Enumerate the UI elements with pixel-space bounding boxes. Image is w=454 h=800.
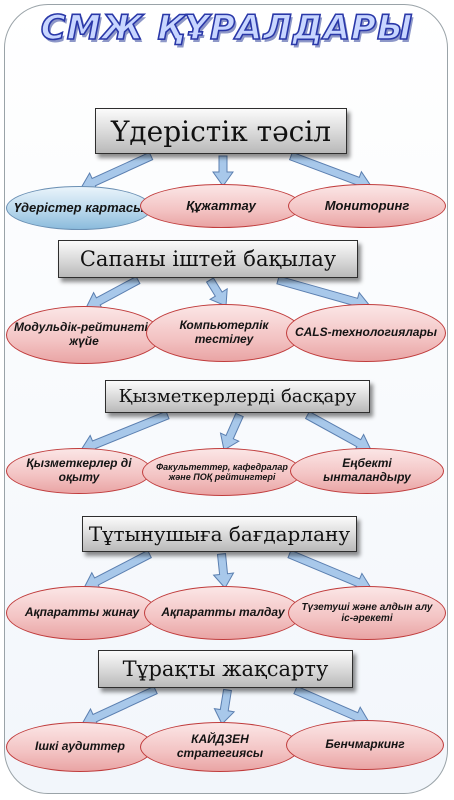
node-2-1: Модульдік-рейтингтік жүйе [6, 306, 162, 364]
node-label: Факультеттер, кафедралар және ПОҚ рейтин… [156, 461, 288, 482]
node-label: Еңбекті ынталандыру [323, 456, 411, 484]
arrow-2-1 [85, 275, 141, 311]
node-3-1: Қызметкерлер ді оқыту [6, 448, 152, 494]
node-label: Мониторинг [324, 197, 410, 213]
arrow-4-2 [212, 553, 235, 589]
arrow-5-2 [213, 688, 236, 725]
node-1-2: Құжаттау [140, 184, 302, 228]
arrow-5-1 [81, 685, 158, 728]
node-label: Үдерістер картасы [13, 199, 145, 215]
node-label: Құжаттау [186, 197, 256, 213]
node-label: Ақпаратты талдау [161, 605, 285, 620]
section-label: Тұтынушыға бағдарлану [88, 522, 351, 546]
node-1-1: Үдерістер картасы [6, 186, 152, 230]
section-label: Үдерістік тәсіл [110, 114, 332, 148]
arrow-3-2 [219, 412, 244, 451]
section-label: Қызметкерлерді басқару [118, 386, 357, 407]
node-5-1: Ішкі аудиттер [6, 722, 154, 772]
node-4-2: Ақпаратты талдау [144, 586, 302, 640]
section-header-4: Тұтынушыға бағдарлану [82, 516, 357, 552]
node-2-2: Компьютерлік тестілеу [146, 304, 302, 362]
section-header-1: Үдерістік тәсіл [95, 108, 347, 154]
node-1-3: Мониторинг [288, 184, 446, 228]
arrow-4-1 [83, 549, 152, 592]
diagram-title: СМЖ ҚҰРАЛДАРЫ [40, 7, 414, 49]
arrow-3-3 [304, 410, 372, 453]
node-label: Компьютерлік тестілеу [179, 318, 269, 346]
section-header-2: Сапаны іштей бақылау [58, 240, 358, 278]
node-label: Ішкі аудиттер [35, 739, 125, 754]
node-5-3: Бенчмаркинг [286, 720, 444, 770]
node-label: Модульдік-рейтингтік жүйе [14, 320, 154, 348]
node-2-3: CALS-технологиялары [286, 304, 446, 362]
node-label: Түзетуші және алдын алу іс-әрекеті [301, 601, 433, 625]
node-label: Қызметкерлер ді оқыту [26, 456, 132, 484]
node-3-2: Факультеттер, кафедралар және ПОҚ рейтин… [142, 448, 302, 496]
node-4-3: Түзетуші және алдын алу іс-әрекеті [288, 586, 446, 640]
node-label: КАЙДЗЕН стратегиясы [176, 732, 264, 760]
section-label: Тұрақты жақсарту [122, 657, 329, 681]
arrow-2-2 [205, 277, 228, 307]
arrow-1-2 [212, 155, 234, 187]
node-label: Бенчмаркинг [325, 737, 405, 752]
node-5-2: КАЙДЗЕН стратегиясы [140, 722, 300, 772]
section-label: Сапаны іштей бақылау [79, 247, 337, 271]
section-header-5: Тұрақты жақсарту [98, 650, 353, 688]
node-4-1: Ақпаратты жинау [6, 586, 158, 640]
node-label: Ақпаратты жинау [24, 605, 140, 620]
node-3-3: Еңбекті ынталандыру [290, 448, 444, 494]
node-label: CALS-технологиялары [294, 325, 438, 340]
section-header-3: Қызметкерлерді басқару [105, 380, 370, 413]
